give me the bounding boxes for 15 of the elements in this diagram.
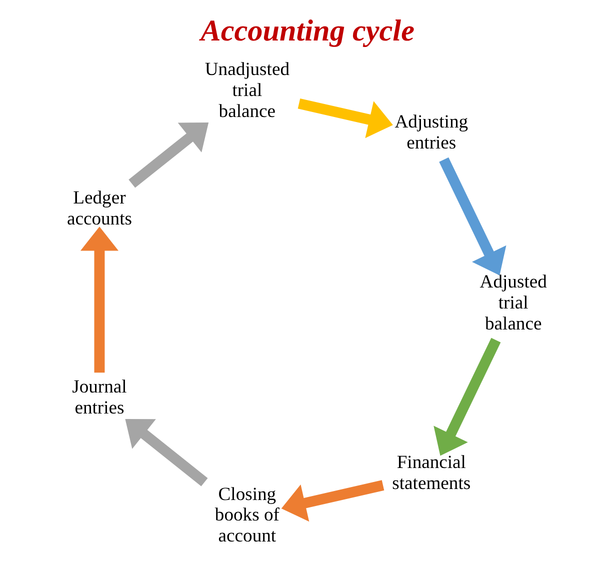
node-text: Journal entries xyxy=(72,376,127,418)
arrow xyxy=(434,338,501,456)
node-text: Adjusted trial balance xyxy=(480,271,547,334)
node-text: Financial statements xyxy=(392,452,471,494)
arrow xyxy=(128,122,209,188)
node-text: Unadjusted trial balance xyxy=(204,59,290,122)
arrow xyxy=(439,157,506,276)
node-text: Closing books of account xyxy=(214,484,280,547)
arrow xyxy=(298,98,393,138)
node-text: Ledger accounts xyxy=(66,187,132,230)
diagram-title: Accounting cycle xyxy=(200,13,414,48)
arrow xyxy=(125,418,208,486)
arrow xyxy=(281,480,384,522)
arrow xyxy=(80,226,118,373)
node-text: Adjusting entries xyxy=(394,112,468,154)
